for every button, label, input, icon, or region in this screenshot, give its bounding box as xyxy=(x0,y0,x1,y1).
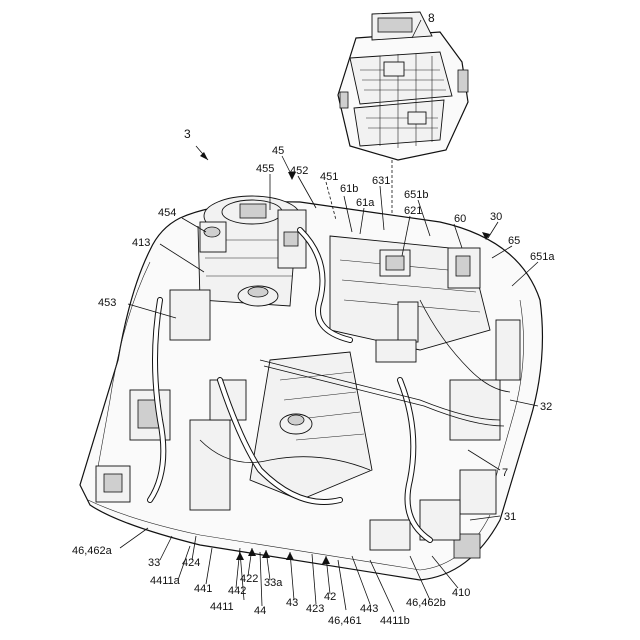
label-43: 43 xyxy=(286,597,298,609)
label-32: 32 xyxy=(540,401,552,413)
label-4411: 4411 xyxy=(210,601,234,613)
label-3: 3 xyxy=(184,127,191,141)
label-4411a: 4411a xyxy=(150,575,181,587)
label-441: 441 xyxy=(194,583,212,595)
label-451: 451 xyxy=(320,171,338,183)
label-46-462b: 46,462b xyxy=(406,597,446,609)
label-621: 621 xyxy=(404,205,422,217)
label-442: 442 xyxy=(228,585,246,597)
label-443: 443 xyxy=(360,603,378,615)
label-423: 423 xyxy=(306,603,324,615)
label-65: 65 xyxy=(508,235,520,247)
label-4411b: 4411b xyxy=(380,615,410,627)
label-46-461: 46,461 xyxy=(328,615,362,627)
arrow-442 xyxy=(236,552,244,560)
label-651a: 651a xyxy=(530,251,555,263)
label-31: 31 xyxy=(504,511,516,523)
label-44: 44 xyxy=(254,605,266,617)
label-422: 422 xyxy=(240,573,258,585)
label-452: 452 xyxy=(290,165,308,177)
label-410: 410 xyxy=(452,587,470,599)
label-60: 60 xyxy=(454,213,466,225)
label-7: 7 xyxy=(502,467,508,479)
arrow-3 xyxy=(200,152,208,160)
label-413: 413 xyxy=(132,237,150,249)
label-46-462a: 46,462a xyxy=(72,545,113,557)
label-455: 455 xyxy=(256,163,274,175)
component-8-control-box xyxy=(338,12,468,160)
label-30: 30 xyxy=(490,211,502,223)
label-453: 453 xyxy=(98,297,116,309)
label-424: 424 xyxy=(182,557,200,569)
label-33: 33 xyxy=(148,557,160,569)
label-61b: 61b xyxy=(340,183,358,195)
label-33a: 33a xyxy=(264,577,283,589)
label-42: 42 xyxy=(324,591,336,603)
label-8: 8 xyxy=(428,11,435,25)
label-61a: 61a xyxy=(356,197,375,209)
label-631: 631 xyxy=(372,175,390,187)
fan-block xyxy=(198,196,306,306)
label-651b: 651b xyxy=(404,189,428,201)
label-454: 454 xyxy=(158,207,176,219)
label-45: 45 xyxy=(272,145,284,157)
